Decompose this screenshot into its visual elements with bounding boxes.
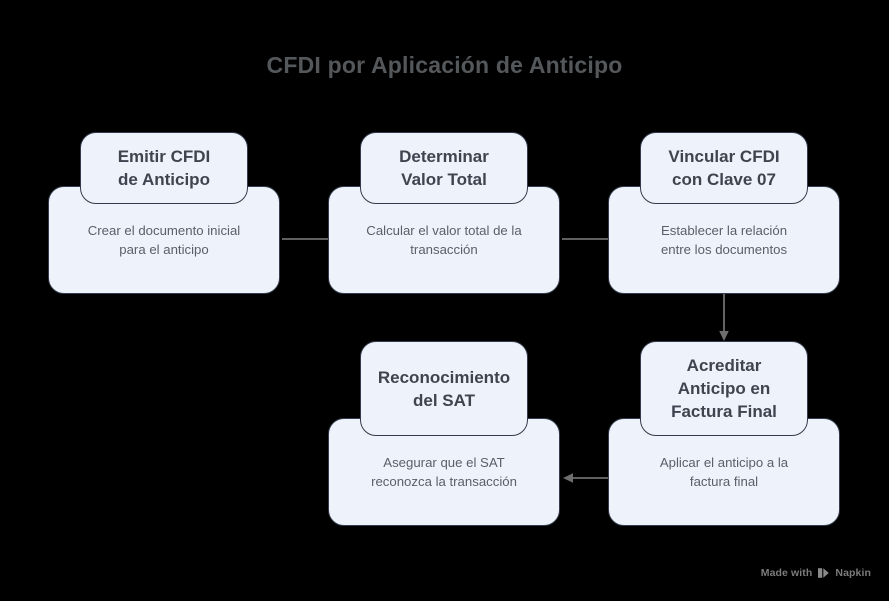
node-body-text: Asegurar que el SAT reconozca la transac… xyxy=(371,455,517,489)
node-body-card[interactable]: Calcular el valor total de la transacció… xyxy=(328,186,560,294)
node-body-card[interactable]: Asegurar que el SAT reconozca la transac… xyxy=(328,418,560,526)
node-header-text: Acreditar Anticipo en Factura Final xyxy=(671,356,777,421)
node-header-text: Determinar Valor Total xyxy=(399,147,489,189)
watermark-made-with-label: Made with xyxy=(760,567,813,579)
node-header-card[interactable]: Emitir CFDI de Anticipo xyxy=(80,132,248,204)
node-header-card[interactable]: Vincular CFDI con Clave 07 xyxy=(640,132,808,204)
watermark: Made with Napkin xyxy=(761,567,871,579)
node-header-text: Reconocimiento del SAT xyxy=(377,367,511,410)
arrow-3-to-4 xyxy=(719,294,729,341)
node-body-text: Aplicar el anticipo a la factura final xyxy=(659,455,789,489)
node-body-text: Calcular el valor total de la transacció… xyxy=(366,223,522,257)
watermark-brand-label: Napkin xyxy=(835,567,871,579)
node-body-text: Establecer la relación entre los documen… xyxy=(660,223,788,257)
node-body-text: Crear el documento inicial para el antic… xyxy=(87,223,241,257)
node-body-card[interactable]: Establecer la relación entre los documen… xyxy=(608,186,840,294)
node-header-card[interactable]: Determinar Valor Total xyxy=(360,132,528,204)
node-header-card[interactable]: Reconocimiento del SAT xyxy=(360,341,528,436)
node-header-card[interactable]: Acreditar Anticipo en Factura Final xyxy=(640,341,808,436)
node-header-text: Emitir CFDI de Anticipo xyxy=(117,147,211,189)
node-body-card[interactable]: Aplicar el anticipo a la factura final xyxy=(608,418,840,526)
page-title: CFDI por Aplicación de Anticipo xyxy=(266,52,623,78)
napkin-play-icon xyxy=(817,567,830,579)
node-header-text: Vincular CFDI con Clave 07 xyxy=(668,147,780,189)
